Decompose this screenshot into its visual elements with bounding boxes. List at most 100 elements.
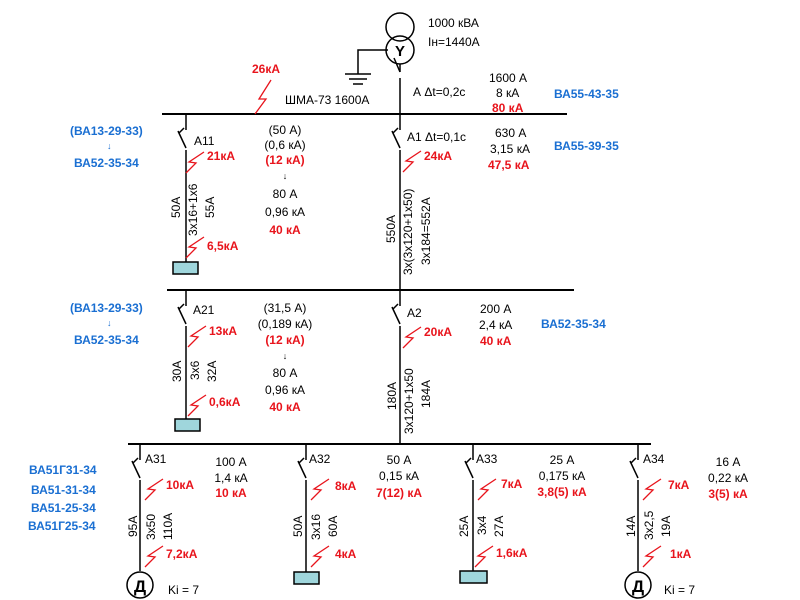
motor-icon bbox=[624, 571, 652, 599]
breaker-contact-icon bbox=[465, 457, 472, 464]
fault-bolt-icon bbox=[185, 151, 205, 174]
feeder-a32: А32 8кА 4кА 50А 3х16 60А 50 А 0,15 кА 7(… bbox=[291, 444, 422, 585]
fault-bolt-icon bbox=[642, 545, 662, 568]
a11-fault-bottom: 6,5кА bbox=[207, 239, 239, 253]
a21-fault-bottom: 0,6кА bbox=[209, 395, 241, 409]
a2-type: ВА52-35-34 bbox=[541, 317, 606, 331]
load-box bbox=[293, 571, 320, 585]
a32-fault-top: 8кА bbox=[335, 479, 357, 493]
load-box bbox=[172, 261, 199, 275]
a32-param-3: 7(12) кА bbox=[376, 486, 422, 500]
fault-bolt-icon bbox=[187, 394, 207, 417]
a21-param-1: (31,5 А) bbox=[264, 301, 307, 315]
a1-sc: 47,5 кА bbox=[488, 158, 530, 172]
a33-cable: 3х4 bbox=[475, 515, 489, 535]
a33-param-3: 3,8(5) кА bbox=[537, 485, 587, 499]
main-bus-fault: 26кА bbox=[252, 62, 280, 76]
a11-vertical-current: 50А bbox=[169, 197, 183, 218]
fault-bolt-icon bbox=[402, 150, 422, 173]
a1-current: 630 А bbox=[495, 126, 526, 140]
breaker-contact-icon bbox=[178, 127, 185, 134]
a2-fault: 20кА bbox=[424, 325, 452, 339]
a21-param-5: 0,96 кА bbox=[265, 383, 305, 397]
a34-param-1: 16 А bbox=[716, 455, 741, 469]
a2-cable: 3х120+1х50 bbox=[402, 368, 416, 434]
a31-param-2: 1,4 кА bbox=[214, 471, 247, 485]
a2-sc: 40 кА bbox=[480, 334, 512, 348]
feeder-a21: (ВА13-29-33) ↓ ВА52-35-34 А21 13кА 0,6кА… bbox=[70, 290, 313, 432]
load-box bbox=[174, 418, 201, 432]
fault-bolt-icon bbox=[474, 545, 494, 568]
a31-fault-bottom: 7,2кА bbox=[166, 547, 198, 561]
a11-param-4: 80 А bbox=[273, 187, 298, 201]
a11-param-5: 0,96 кА bbox=[265, 205, 305, 219]
a34-fault-top: 7кА bbox=[668, 478, 690, 492]
feeder-a2: А2 20кА 200 А 2,4 кА 40 кА ВА52-35-34 18… bbox=[385, 290, 606, 444]
a21-type: ВА52-35-34 bbox=[74, 333, 139, 347]
transformer-symbol: Y bbox=[395, 43, 405, 60]
a34-param-3: 3(5) кА bbox=[708, 487, 748, 501]
a21-type-alt: (ВА13-29-33) bbox=[70, 301, 143, 315]
a33-vertical-current: 25А bbox=[457, 516, 471, 537]
feeder-a31: А31 10кА 7,2кА 95А 3х50 110А 100 А 1,4 к… bbox=[126, 444, 248, 599]
a21-fault-top: 13кА bbox=[209, 324, 237, 338]
a33-cable-current: 27А bbox=[492, 516, 506, 537]
a34-vertical-current: 14А bbox=[624, 516, 638, 537]
incoming-breaker-type: ВА55-43-35 bbox=[554, 87, 619, 101]
a21-cable: 3х6 bbox=[188, 360, 202, 380]
incoming-breaker-current: 1600 А bbox=[489, 71, 527, 85]
feeder-a1: А1 Δt=0,1с 24кА 630 А 3,15 кА 47,5 кА ВА… bbox=[384, 114, 619, 290]
a11-cable-current: 55А bbox=[203, 197, 217, 218]
main-bus-label: ШМА-73 1600А bbox=[285, 93, 369, 107]
a21-param-6: 40 кА bbox=[269, 400, 301, 414]
a1-vertical-current: 550А bbox=[384, 215, 398, 243]
a11-param-6: 40 кА bbox=[269, 223, 301, 237]
level3-type-3: ВА51-25-34 bbox=[31, 501, 96, 515]
a21-param-4: 80 А bbox=[273, 366, 298, 380]
a2-capacity: 2,4 кА bbox=[479, 318, 512, 332]
incoming-breaker-sc: 80 кА bbox=[492, 101, 524, 115]
a33-breaker-label: А33 bbox=[476, 452, 498, 466]
a2-cable-current: 184А bbox=[419, 380, 433, 408]
a34-cable-current: 19А bbox=[659, 516, 673, 537]
a32-param-2: 0,15 кА bbox=[379, 469, 419, 483]
fault-bolt-icon bbox=[310, 478, 330, 501]
transformer-rating: 1000 кВА bbox=[428, 16, 479, 30]
a11-fault-top: 21кА bbox=[207, 149, 235, 163]
ground-icon bbox=[345, 73, 371, 85]
a1-cable-current: 3х184=552А bbox=[419, 197, 433, 265]
transformer: Y 1000 кВА Iн=1440А bbox=[345, 12, 480, 86]
level3-type-1: ВА51Г31-34 bbox=[29, 463, 97, 477]
transformer-nominal-current: Iн=1440А bbox=[428, 35, 480, 49]
a21-vertical-current: 30А bbox=[170, 361, 184, 382]
a21-breaker-label: А21 bbox=[193, 303, 215, 317]
a34-fault-bottom: 1кА bbox=[670, 547, 692, 561]
a21-param-2: (0,189 кА) bbox=[258, 317, 313, 331]
fault-bolt-icon bbox=[642, 478, 662, 501]
a34-param-2: 0,22 кА bbox=[708, 471, 748, 485]
a11-type-alt: (ВА13-29-33) bbox=[70, 124, 143, 138]
a32-vertical-current: 50А bbox=[291, 516, 305, 537]
a21-cable-current: 32А bbox=[205, 361, 219, 382]
feeder-a33: А33 7кА 1,6кА 25А 3х4 27А 25 А 0,175 кА … bbox=[457, 444, 587, 584]
a1-breaker-label: А1 Δt=0,1с bbox=[407, 130, 466, 144]
a11-breaker-label: А11 bbox=[194, 134, 215, 148]
feeder-a11: (ВА13-29-33) ↓ ВА52-35-34 А11 21кА 6,5кА… bbox=[70, 114, 306, 275]
a11-cable: 3х16+1х6 bbox=[186, 183, 200, 236]
a1-type: ВА55-39-35 bbox=[554, 139, 619, 153]
a21-type-arrow: ↓ bbox=[107, 318, 112, 328]
a34-breaker-label: А34 bbox=[643, 452, 665, 466]
a11-type: ВА52-35-34 bbox=[74, 156, 139, 170]
a32-param-1: 50 А bbox=[387, 453, 412, 467]
a32-breaker-label: А32 bbox=[309, 452, 331, 466]
a31-breaker-label: А31 bbox=[145, 452, 167, 466]
a2-breaker-label: А2 bbox=[407, 306, 422, 320]
a31-param-1: 100 А bbox=[215, 455, 246, 469]
fault-bolt-icon bbox=[310, 545, 330, 568]
breaker-contact-icon bbox=[392, 303, 399, 310]
a33-param-1: 25 А bbox=[550, 453, 575, 467]
a21-param-arrow: ↓ bbox=[283, 351, 288, 361]
fault-bolt-icon bbox=[144, 478, 164, 501]
a2-current: 200 А bbox=[480, 302, 511, 316]
